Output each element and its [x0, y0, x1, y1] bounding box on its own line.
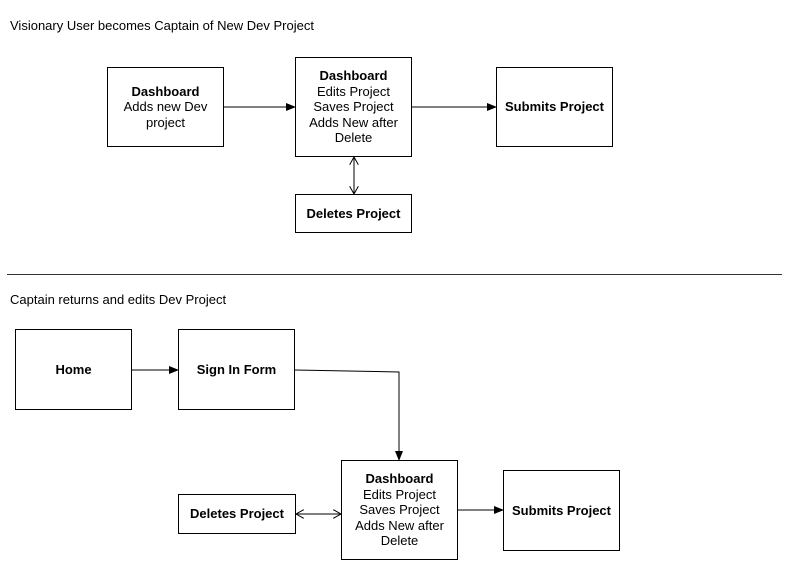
section-2-title: Captain returns and edits Dev Project [10, 292, 227, 307]
section-1-title: Visionary User becomes Captain of New De… [10, 18, 314, 33]
s1-submits-title: Submits Project [505, 99, 604, 115]
s1-dashboard-edit-line-4: Delete [334, 130, 373, 146]
s2-deletes-title: Deletes Project [190, 506, 284, 522]
s2-submits-box: Submits Project [503, 470, 620, 551]
s2-dashboard-edit-box: Dashboard Edits Project Saves Project Ad… [341, 460, 458, 560]
s2-deletes-box: Deletes Project [178, 494, 296, 534]
s1-dashboard-edit-title: Dashboard [319, 68, 388, 84]
s2-dashboard-edit-title: Dashboard [365, 471, 434, 487]
s2-dashboard-edit-line-2: Saves Project [359, 502, 440, 518]
s1-dashboard-edit-line-3: Adds New after [309, 114, 398, 130]
s2-submits-title: Submits Project [512, 502, 611, 518]
s2-home-box: Home [15, 329, 132, 410]
s2-dashboard-edit-line-1: Edits Project [363, 486, 436, 502]
s1-dashboard-edit-line-1: Edits Project [317, 83, 390, 99]
s1-dashboard-add-box: Dashboard Adds new Dev project [107, 67, 224, 147]
s1-dashboard-edit-line-2: Saves Project [313, 99, 394, 115]
s1-submits-box: Submits Project [496, 67, 613, 147]
s1-dashboard-add-line-1: Adds new Dev [123, 99, 208, 115]
s1-dashboard-add-line-2: project [145, 114, 186, 130]
s2-home-title: Home [55, 361, 92, 377]
s1-dashboard-edit-box: Dashboard Edits Project Saves Project Ad… [295, 57, 412, 157]
s2-signin-title: Sign In Form [196, 361, 277, 377]
s1-deletes-title: Deletes Project [306, 205, 401, 221]
s2-dashboard-edit-line-4: Delete [380, 533, 419, 549]
section-divider [7, 274, 782, 275]
s1-dashboard-add-title: Dashboard [131, 83, 200, 99]
s1-deletes-box: Deletes Project [295, 194, 412, 233]
s2-arrow-signin-to-dashboard [294, 369, 403, 461]
s2-signin-box: Sign In Form [178, 329, 295, 410]
s2-dashboard-edit-line-3: Adds New after [355, 517, 444, 533]
